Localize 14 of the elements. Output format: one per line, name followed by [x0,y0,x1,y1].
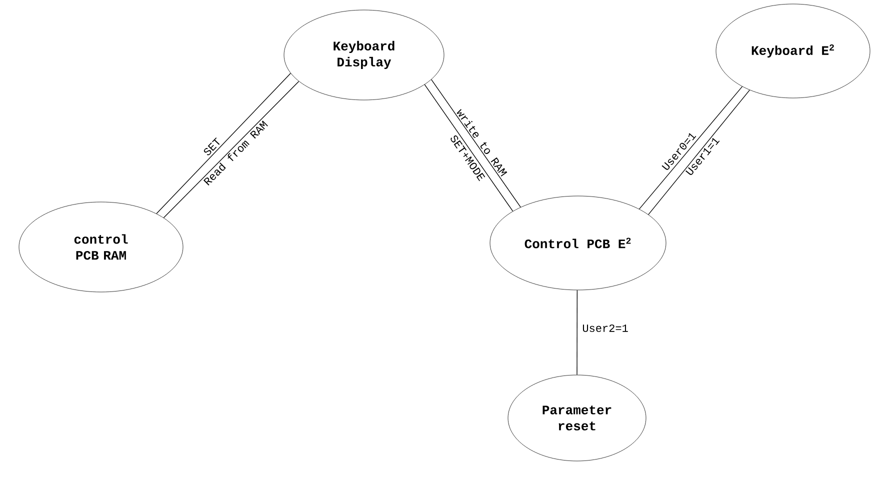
edge-label: User2=1 [582,324,628,332]
ellipse-node: Parameter reset [508,374,646,462]
edge-label: SET [204,137,220,156]
connector-line [424,84,514,212]
ellipse-node: Keyboard E$^{2}$ [716,4,870,98]
connector-line [638,86,743,210]
connector-line [431,79,521,208]
ellipse-node: Keyboard Display [284,10,444,100]
ellipse-node: Control PCB E$^{2}$ [490,196,666,290]
connector-line [156,72,292,214]
ellipse-node: control PCB RAM [18,202,184,292]
connector-line [576,290,578,376]
connector-line [648,90,750,215]
connector-line [163,80,300,218]
